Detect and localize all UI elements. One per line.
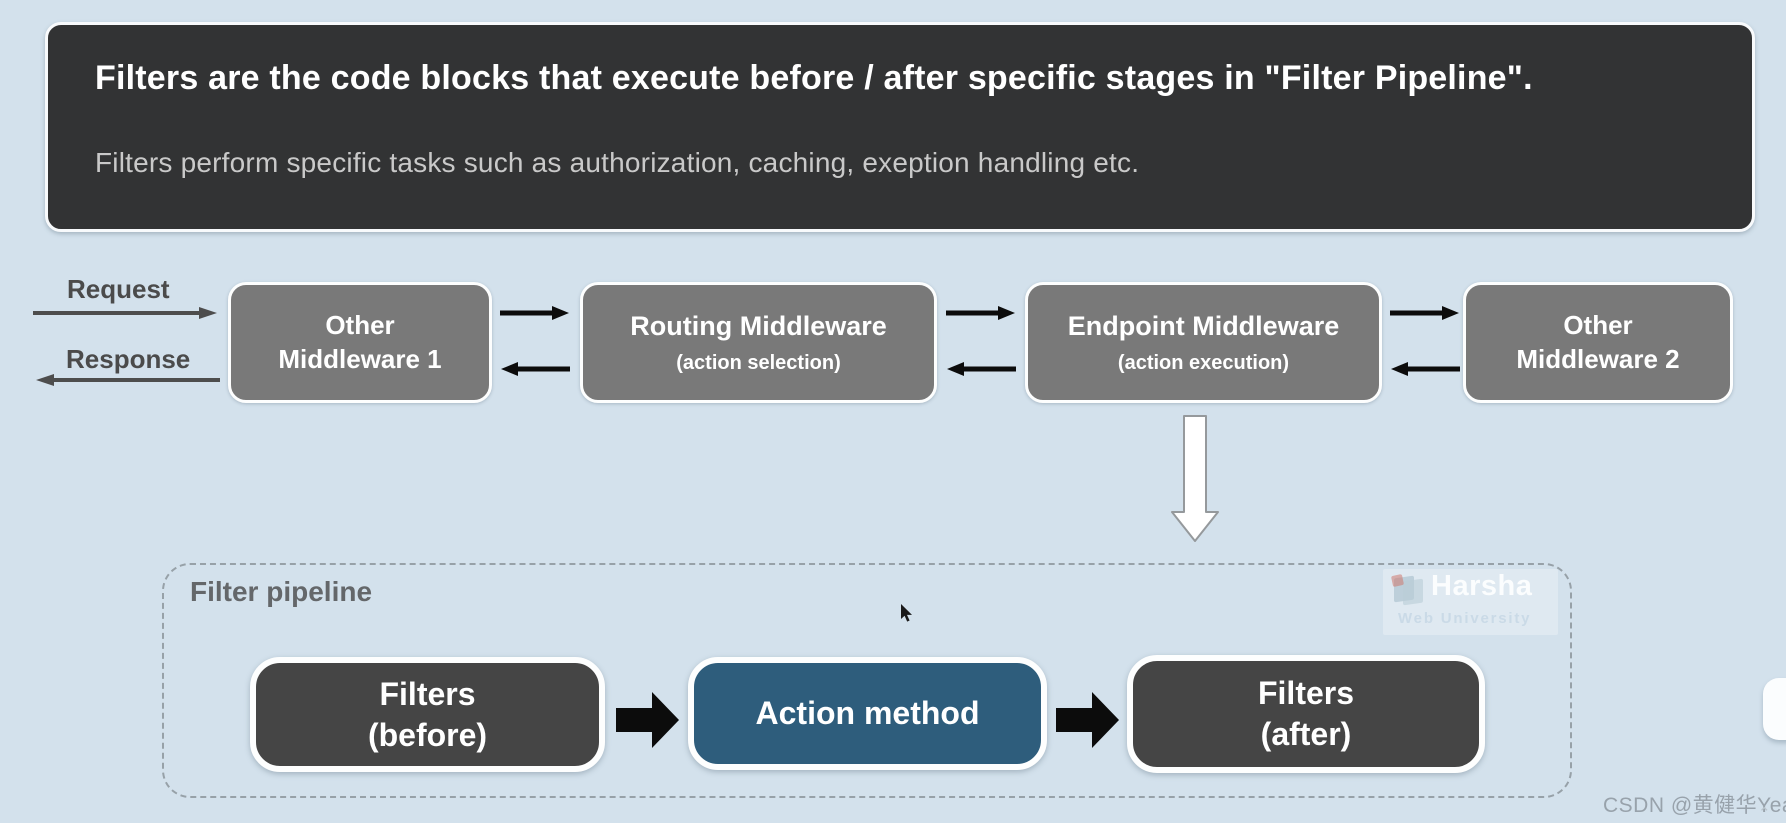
request-label: Request (67, 274, 170, 304)
right-arrow-icon (500, 306, 569, 320)
right-arrow-icon (1390, 306, 1459, 320)
box-label: Action method (755, 695, 980, 732)
box-label: Filters (1257, 675, 1355, 712)
box-label: (before) (367, 716, 488, 753)
request-arrow-icon (33, 307, 217, 319)
box-sublabel: (action selection) (676, 351, 841, 374)
down-arrow-icon (1171, 415, 1219, 542)
other-middleware-2-box: Other Middleware 2 (1463, 282, 1733, 403)
box-label: Filters (379, 675, 476, 712)
action-method-box: Action method (688, 657, 1047, 770)
harsha-logo-icon (1390, 573, 1427, 609)
box-label: Other (1563, 309, 1633, 340)
filter-pipeline-container (162, 563, 1572, 798)
box-label: Routing Middleware (630, 311, 887, 342)
box-label: (after) (1260, 716, 1352, 752)
header-title: Filters are the code blocks that execute… (95, 59, 1533, 97)
harsha-subtitle: Web University (1398, 610, 1532, 627)
box-label: Endpoint Middleware (1067, 311, 1340, 342)
chevron-up-icon: ⌃ (1758, 805, 1771, 822)
csdn-watermark: CSDN @黄健华Yeah (1603, 794, 1786, 817)
left-arrow-icon (501, 362, 570, 376)
routing-middleware-box: Routing Middleware (action selection) (580, 282, 937, 403)
header-panel: Filters are the code blocks that execute… (45, 22, 1755, 232)
header-subtitle: Filters perform specific tasks such as a… (95, 147, 1140, 178)
block-arrow-right-icon (616, 692, 679, 748)
box-label: Middleware 1 (278, 343, 442, 374)
left-arrow-icon (1391, 362, 1460, 376)
harsha-watermark: Harsha Web University (1383, 569, 1558, 635)
block-arrow-right-icon (1056, 692, 1119, 748)
filters-before-box: Filters (before) (250, 657, 605, 772)
response-arrow-icon (36, 374, 220, 386)
box-label: Other (325, 309, 395, 340)
endpoint-middleware-box: Endpoint Middleware (action execution) (1025, 282, 1382, 403)
right-arrow-icon (946, 306, 1015, 320)
left-arrow-icon (947, 362, 1016, 376)
filter-pipeline-label: Filter pipeline (190, 576, 373, 607)
edge-chip (1763, 678, 1786, 740)
other-middleware-1-box: Other Middleware 1 (228, 282, 492, 403)
box-sublabel: (action execution) (1117, 351, 1290, 374)
response-label: Response (66, 344, 191, 374)
cursor-icon (901, 604, 912, 622)
harsha-title: Harsha (1431, 570, 1533, 602)
box-label: Middleware 2 (1516, 343, 1680, 374)
filters-after-box: Filters (after) (1127, 655, 1485, 773)
